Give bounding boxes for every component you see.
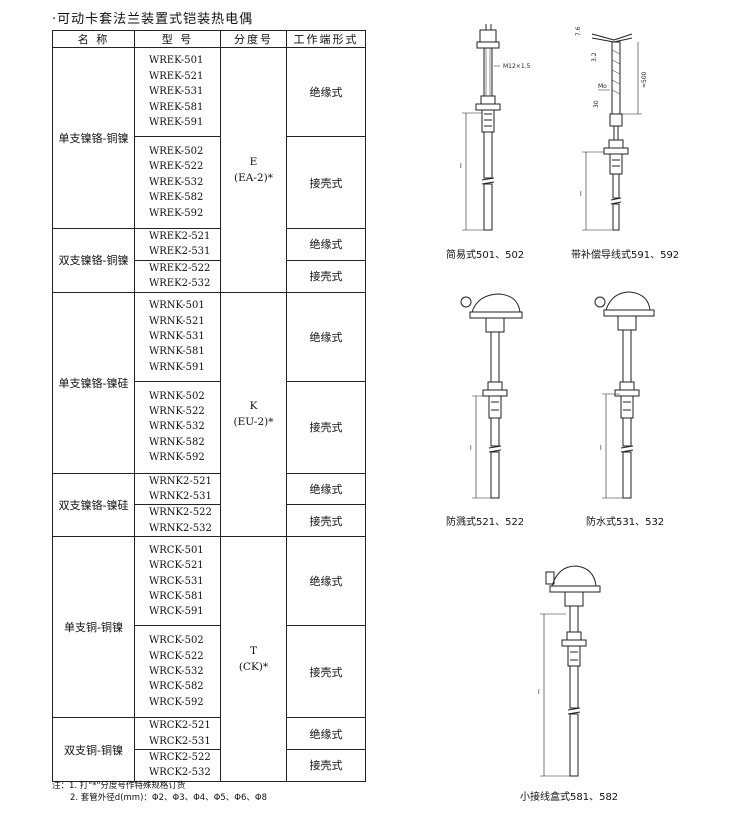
dim-l-1: l: [460, 163, 462, 170]
figure-caption-splash-proof: 防溅式521、522: [446, 517, 525, 528]
header-grade: 分度号: [220, 30, 287, 48]
group-name: 双支铜-铜镍: [52, 717, 135, 782]
note-1: 注：1. 打"*"分度号作特殊规格订货: [52, 781, 186, 791]
dim-mo: Mo: [598, 83, 607, 90]
end-type: 接壳式: [286, 625, 366, 719]
end-type: 绝缘式: [286, 291, 366, 382]
dim-l-2: l: [580, 191, 582, 198]
dim-500: ≈500: [641, 71, 648, 88]
page-heading: ·可动卡套法兰装置式铠装热电偶: [52, 12, 254, 27]
footnotes: 注：1. 打"*"分度号作特殊规格订货 2. 套管外径d(mm)：Φ2、Φ3、Φ…: [52, 780, 267, 804]
header-model: 型 号: [134, 30, 221, 48]
group-name: 双支镍铬-铜镍: [52, 228, 135, 293]
table-header-row: 名 称 型 号 分度号 工作端形式: [52, 30, 366, 48]
end-type: 绝缘式: [286, 536, 366, 627]
dim-thread: M12×1.5: [503, 63, 531, 70]
header-name: 名 称: [52, 30, 135, 48]
drawing-splash-proof-type: [460, 293, 523, 499]
drawing-compensating-lead-type: [582, 33, 642, 231]
group-name: 单支镍铬-铜镍: [52, 47, 135, 229]
dim-3-2: 3.2: [591, 52, 598, 62]
end-type: 接壳式: [286, 749, 366, 782]
dim-30: 30: [593, 100, 600, 108]
figure-caption-simple: 简易式501、502: [446, 250, 525, 261]
dim-l-5: l: [538, 689, 540, 696]
end-type: 接壳式: [286, 380, 366, 474]
end-type: 绝缘式: [286, 47, 366, 137]
end-type: 绝缘式: [286, 472, 366, 506]
grade-cell-t: T(CK)*: [220, 536, 287, 782]
group-name: 单支铜-铜镍: [52, 536, 135, 719]
drawing-small-junction-box-type: [540, 565, 601, 777]
dim-7-6: 7.6: [575, 26, 582, 36]
figure-caption-waterproof: 防水式531、532: [586, 517, 665, 528]
end-type: 接壳式: [286, 259, 366, 293]
end-type: 接壳式: [286, 136, 366, 229]
end-type: 绝缘式: [286, 228, 366, 261]
grade-cell-e: E(EA-2)*: [220, 47, 287, 293]
group-name: 双支镍铬-镍硅: [52, 472, 135, 538]
note-2: 2. 套管外径d(mm)：Φ2、Φ3、Φ4、Φ5、Φ6、Φ8: [70, 793, 267, 803]
dim-l-4: l: [600, 445, 602, 452]
drawing-waterproof-type: [594, 291, 655, 499]
figure-caption-compensating-lead: 带补偿导线式591、592: [571, 250, 680, 261]
header-end-type: 工作端形式: [286, 30, 366, 48]
drawing-simple-type: [462, 24, 501, 231]
end-type: 接壳式: [286, 504, 366, 538]
dim-l-3: l: [470, 445, 472, 452]
end-type: 绝缘式: [286, 717, 366, 751]
figure-caption-small-junction-box: 小接线盒式581、582: [520, 792, 619, 803]
grade-cell-k: K(EU-2)*: [220, 291, 287, 538]
group-name: 单支镍铬-镍硅: [52, 291, 135, 474]
